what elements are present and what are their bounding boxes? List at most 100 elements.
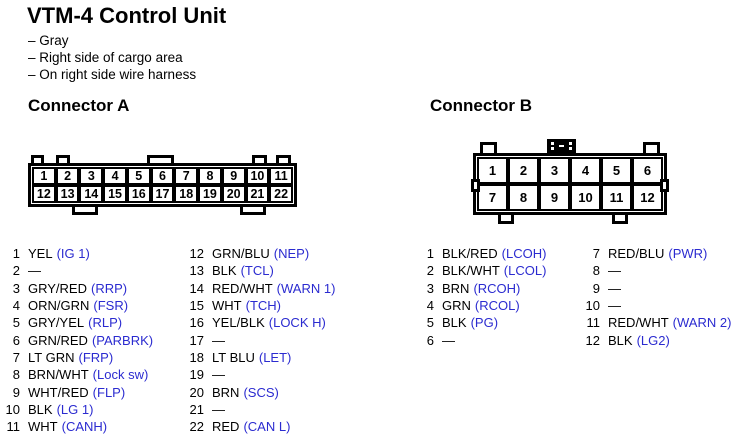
pin-number: 14 xyxy=(189,280,204,296)
pin-number: 13 xyxy=(189,263,204,279)
connector-latch-icon xyxy=(547,139,576,153)
pin-signal-name: (RCOL) xyxy=(474,298,520,314)
pin-signal-name: (FRP) xyxy=(78,350,114,366)
pin-number: 22 xyxy=(189,419,204,435)
pin-wire-color: BLK xyxy=(608,332,633,348)
pin-row: 7 LT GRN(FRP) xyxy=(5,349,153,366)
connector-tab xyxy=(240,204,266,215)
pin-number: 2 xyxy=(426,263,434,279)
pin-cell: 18 xyxy=(174,185,199,203)
pin-cell: 16 xyxy=(126,185,151,203)
pin-cell: 14 xyxy=(79,185,104,203)
pin-wire-color: GRN/RED xyxy=(28,332,88,348)
pin-number: 12 xyxy=(189,246,204,261)
pin-wire-color: WHT xyxy=(212,298,242,314)
pin-wire-color: — xyxy=(212,402,225,418)
connector-tab xyxy=(612,212,628,224)
pin-cell: 10 xyxy=(245,167,270,185)
pin-number: 12 xyxy=(585,332,600,348)
pin-signal-name: (CANH) xyxy=(61,419,108,435)
pin-number: 16 xyxy=(189,315,204,331)
pin-cell: 12 xyxy=(632,184,663,211)
note-location: – Right side of cargo area xyxy=(28,50,183,65)
pin-row: 14 RED/WHT(WARN 1) xyxy=(189,280,336,297)
pin-row: 11 RED/WHT(WARN 2) xyxy=(585,314,732,331)
pin-number: 4 xyxy=(12,298,20,314)
pin-wire-color: BLK xyxy=(212,263,237,279)
pin-cell: 3 xyxy=(539,157,570,184)
pin-row: 9— xyxy=(585,280,731,297)
pin-number: 20 xyxy=(189,384,204,400)
pin-number: 21 xyxy=(189,402,204,418)
connector-b-heading: Connector B xyxy=(430,96,532,115)
pin-signal-name: (LG 1) xyxy=(56,402,94,418)
pin-row: 8 BRN/WHT(Lock sw) xyxy=(5,366,153,383)
pin-wire-color: RED/BLU xyxy=(608,246,665,261)
pin-row: 19— xyxy=(189,366,335,383)
pin-wire-color: YEL/BLK xyxy=(212,315,265,331)
pin-signal-name: (LOCK H) xyxy=(268,315,326,331)
pin-signal-name: (WARN 1) xyxy=(276,280,336,296)
pin-number: 5 xyxy=(12,315,20,331)
pin-row: 2— xyxy=(5,262,153,279)
pin-signal-name: (LG2) xyxy=(636,332,670,348)
page-title: VTM-4 Control Unit xyxy=(27,3,227,28)
pin-wire-color: BRN/WHT xyxy=(28,367,89,383)
pin-cell: 20 xyxy=(221,185,246,203)
pin-number: 9 xyxy=(592,280,600,296)
pin-number: 6 xyxy=(426,332,434,348)
pin-wire-color: — xyxy=(608,298,621,314)
pin-wire-color: WHT xyxy=(28,419,58,435)
pin-wire-color: RED/WHT xyxy=(212,280,273,296)
pin-number: 7 xyxy=(12,350,20,366)
pin-signal-name: (TCH) xyxy=(245,298,281,314)
pin-signal-name: (RRP) xyxy=(91,280,128,296)
pin-signal-name: (WARN 2) xyxy=(672,315,732,331)
pin-number: 8 xyxy=(12,367,20,383)
pin-wire-color: RED xyxy=(212,419,240,435)
pin-cell: 2 xyxy=(55,167,80,185)
note-color: – Gray xyxy=(28,33,69,48)
pin-signal-name: (SCS) xyxy=(243,384,279,400)
pin-signal-name: (LCOL) xyxy=(503,263,547,279)
pin-wire-color: BLK xyxy=(442,315,467,331)
pin-number: 15 xyxy=(189,298,204,314)
connector-tab xyxy=(72,204,98,215)
pin-signal-name: (IG 1) xyxy=(56,246,90,261)
pin-number: 1 xyxy=(12,246,20,261)
pin-signal-name: (Lock sw) xyxy=(92,367,149,383)
pin-wire-color: — xyxy=(442,332,455,348)
pin-cell: 8 xyxy=(508,184,539,211)
pin-cell: 5 xyxy=(126,167,151,185)
connector-a-heading: Connector A xyxy=(28,96,130,115)
pin-cell: 9 xyxy=(539,184,570,211)
pin-wire-color: LT GRN xyxy=(28,350,75,366)
pin-wire-color: — xyxy=(212,367,225,383)
pin-number: 17 xyxy=(189,332,204,348)
pin-wire-color: GRN xyxy=(442,298,471,314)
pin-row: 12 BLK(LG2) xyxy=(585,332,731,349)
pin-cell: 11 xyxy=(269,167,293,185)
pin-cell: 5 xyxy=(601,157,632,184)
pin-cell: 10 xyxy=(570,184,601,211)
pin-cell: 7 xyxy=(174,167,199,185)
pin-number: 6 xyxy=(12,332,20,348)
pin-wire-color: RED/WHT xyxy=(608,315,669,331)
pin-wire-color: — xyxy=(608,280,621,296)
pin-number: 11 xyxy=(586,315,601,331)
